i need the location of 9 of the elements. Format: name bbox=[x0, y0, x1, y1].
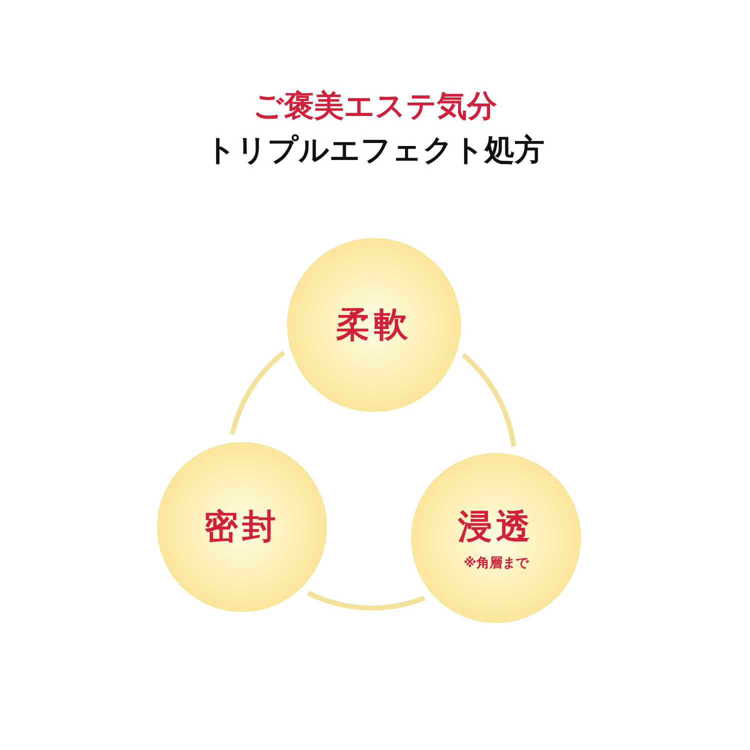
connector-arc bbox=[230, 350, 286, 435]
heading: ご褒美エステ気分 bbox=[253, 89, 497, 124]
subheading: トリプルエフェクト処方 bbox=[206, 133, 544, 168]
node-label: 柔軟 bbox=[336, 304, 412, 347]
node-label: 密封 bbox=[204, 506, 280, 549]
connector-arc bbox=[461, 353, 516, 447]
footnote: ※角層まで bbox=[464, 555, 528, 572]
node-label: 浸透 bbox=[458, 506, 534, 549]
connector-arc bbox=[307, 590, 426, 610]
